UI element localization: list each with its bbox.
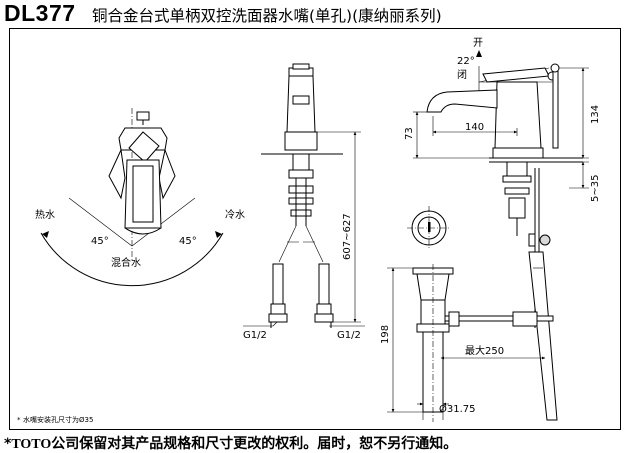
side-view: 开 22° 闭 73 140 bbox=[404, 38, 601, 421]
lift-rod bbox=[552, 67, 559, 149]
hole-size-note: 水嘴安装孔尺寸为Ø35 bbox=[23, 415, 93, 424]
arc-arrow-left bbox=[42, 231, 49, 238]
hole-size-asterisk: * bbox=[17, 416, 21, 424]
top-view: 热水 冷水 45° 45° 混合水 bbox=[35, 108, 245, 287]
side-body bbox=[494, 81, 542, 149]
deck-thickness-label: 5~35 bbox=[590, 175, 601, 202]
product-title: 铜合金台式单柄双控洗面器水嘴(单孔)(康纳丽系列) bbox=[92, 7, 442, 25]
technical-drawing: 热水 冷水 45° 45° 混合水 bbox=[17, 38, 601, 424]
lever-knob bbox=[136, 111, 150, 121]
open-label: 开 bbox=[473, 38, 483, 49]
side-lever bbox=[482, 67, 550, 83]
model-number: DL377 bbox=[4, 0, 76, 26]
hose-left bbox=[272, 263, 284, 305]
angle-line-right bbox=[131, 197, 196, 247]
hose-right bbox=[318, 263, 330, 305]
side-base bbox=[492, 147, 544, 159]
cold-water-label: 冷水 bbox=[225, 208, 245, 221]
drain-assembly: 198 最大250 Ø31.75 bbox=[380, 206, 554, 422]
height-range-label: 607~627 bbox=[342, 213, 353, 260]
hot-water-label: 热水 bbox=[35, 208, 55, 221]
close-label: 闭 bbox=[457, 68, 467, 81]
thread-left-label: G1/2 bbox=[243, 330, 267, 341]
faucet-body bbox=[124, 159, 162, 235]
spout-reach-label: 140 bbox=[465, 122, 484, 133]
angle-right-label: 45° bbox=[179, 236, 197, 247]
footer: *TOTO公司保留对其产品规格和尺寸更改的权利。届时，恕不另行通知。 bbox=[0, 432, 630, 452]
mixed-water-label: 混合水 bbox=[111, 256, 141, 269]
drawing-frame bbox=[9, 28, 621, 430]
drain-diameter-label: Ø31.75 bbox=[439, 403, 476, 415]
brand-name: TOTO bbox=[11, 437, 52, 452]
disclaimer-asterisk: * bbox=[4, 436, 12, 452]
arc-arrow-right bbox=[215, 231, 222, 238]
rod-clamp bbox=[539, 234, 551, 246]
front-aerator bbox=[292, 95, 310, 105]
total-height-label: 134 bbox=[590, 105, 601, 124]
header: DL377 铜合金台式单柄双控洗面器水嘴(单孔)(康纳丽系列) bbox=[0, 0, 630, 28]
disclaimer-text: 公司保留对其产品规格和尺寸更改的权利。届时，恕不另行通知。 bbox=[51, 436, 458, 452]
side-spout bbox=[426, 89, 498, 113]
thread-right-label: G1/2 bbox=[337, 330, 361, 341]
lever-angle-label: 22° bbox=[457, 56, 475, 67]
disclaimer: *TOTO公司保留对其产品规格和尺寸更改的权利。届时，恕不另行通知。 bbox=[4, 433, 457, 453]
front-view: 607~627 G1/2 G1/2 bbox=[243, 63, 365, 341]
front-base bbox=[284, 131, 318, 151]
rotation-arc bbox=[40, 232, 224, 287]
max-reach-label: 最大250 bbox=[465, 344, 504, 357]
drain-height-label: 198 bbox=[380, 325, 391, 344]
pivot-rod bbox=[444, 315, 554, 322]
angle-line-left bbox=[68, 197, 133, 247]
pull-rod-strap bbox=[528, 251, 558, 421]
angle-left-label: 45° bbox=[91, 236, 109, 247]
spout-height-label: 73 bbox=[404, 127, 415, 140]
